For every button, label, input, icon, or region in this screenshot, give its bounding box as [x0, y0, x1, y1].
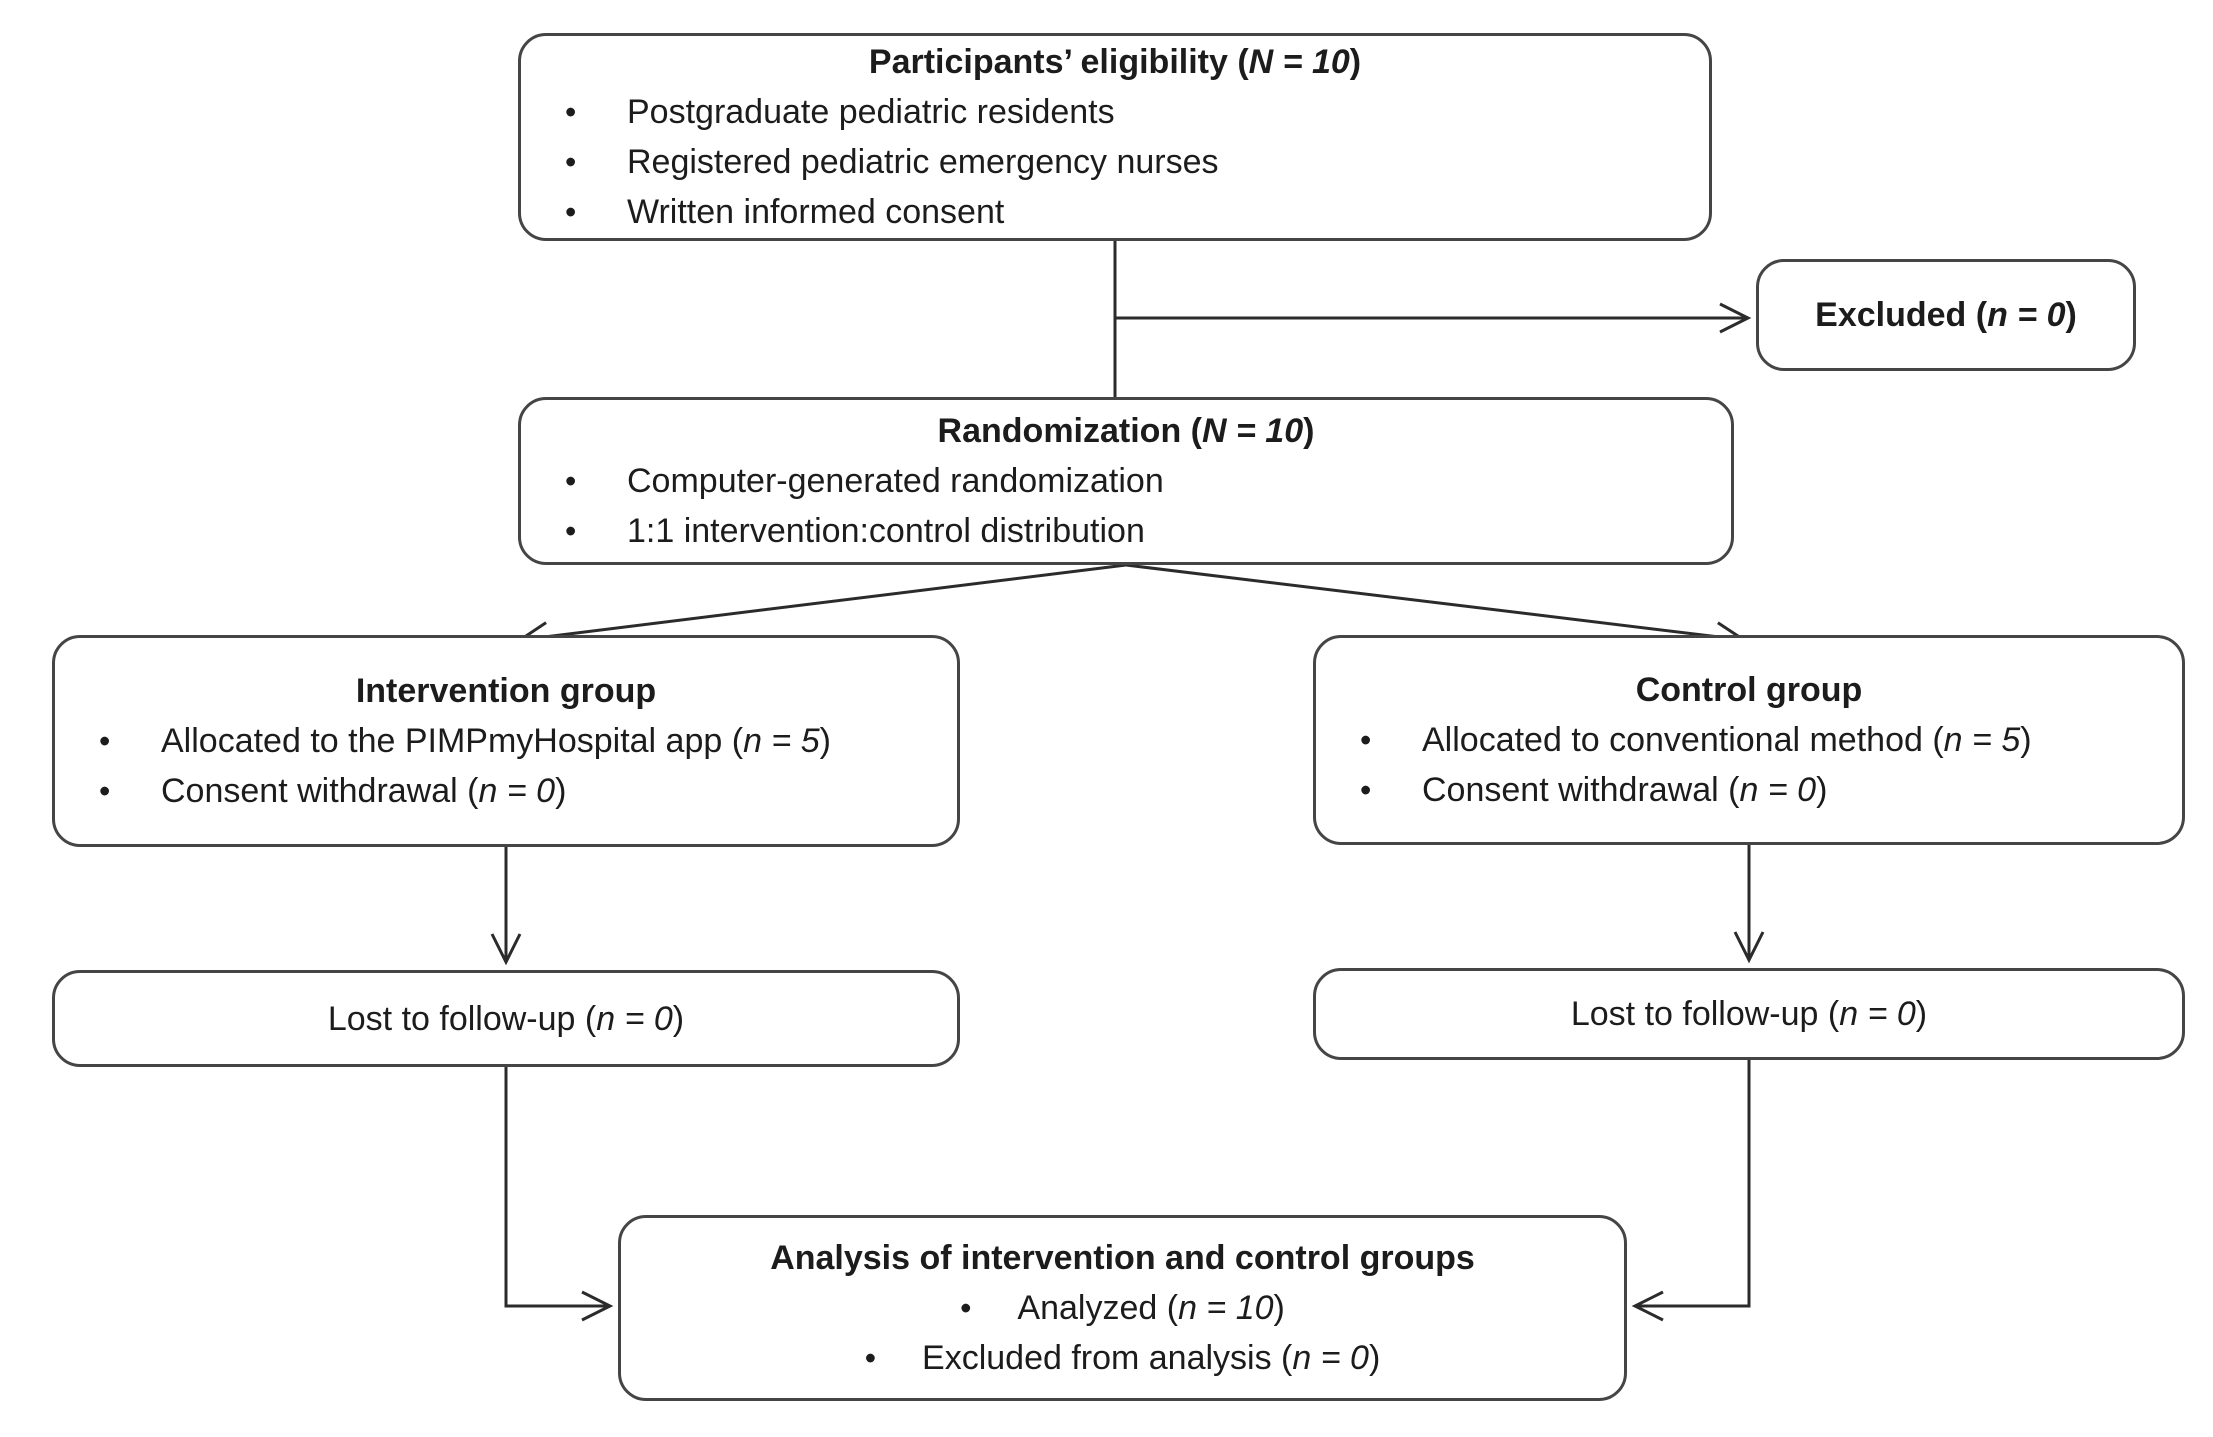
bullet-marker: • [565, 513, 577, 549]
list-item: • Postgraduate pediatric residents [531, 87, 1699, 137]
bullet-marker: • [960, 1290, 972, 1326]
list-item-text: Postgraduate pediatric residents [627, 93, 1115, 131]
bullet-marker: • [99, 723, 111, 759]
list-item-text: 1:1 intervention:control distribution [627, 512, 1145, 550]
list-item: • Consent withdrawal (n = 0) [1326, 765, 2172, 815]
list-item: • Excluded from analysis (n = 0) [631, 1333, 1614, 1383]
intervention-title: Intervention group [355, 672, 657, 710]
list-item-text: Computer-generated randomization [627, 462, 1164, 500]
lost-to-follow-up-left-box: Lost to follow-up (n = 0) [52, 970, 960, 1067]
list-item-text: Written informed consent [627, 193, 1005, 231]
list-item: • 1:1 intervention:control distribution [531, 506, 1721, 556]
arrow-split-to-control [1125, 563, 1748, 652]
excluded-title: Excluded (n = 0) [1815, 296, 2077, 334]
list-item-text: Consent withdrawal (n = 0) [1422, 771, 1828, 809]
analysis-title: Analysis of intervention and control gro… [770, 1239, 1475, 1277]
list-item-text: Consent withdrawal (n = 0) [161, 772, 567, 810]
randomization-list: • Computer-generated randomization • 1:1… [531, 456, 1721, 556]
lost-right-title: Lost to follow-up (n = 0) [1570, 995, 1928, 1033]
eligibility-title: Participants’ eligibility (N = 10) [868, 43, 1362, 81]
list-item: • Allocated to conventional method (n = … [1326, 715, 2172, 765]
excluded-box: Excluded (n = 0) [1756, 259, 2136, 371]
bullet-marker: • [1360, 722, 1372, 758]
control-title: Control group [1635, 671, 1863, 709]
intervention-group-box: Intervention group • Allocated to the PI… [52, 635, 960, 847]
arrow-lost-right-to-analysis [1631, 1060, 1751, 1322]
bullet-marker: • [565, 94, 577, 130]
arrow-lost-left-to-analysis [504, 1067, 614, 1322]
list-item-text: Analyzed (n = 10) [1017, 1289, 1285, 1327]
lost-to-follow-up-right-box: Lost to follow-up (n = 0) [1313, 968, 2185, 1060]
bullet-marker: • [565, 463, 577, 499]
analysis-list: • Analyzed (n = 10) • Excluded from anal… [631, 1283, 1614, 1383]
list-item: • Written informed consent [531, 187, 1699, 237]
randomization-box: Randomization (N = 10) • Computer-genera… [518, 397, 1734, 565]
control-group-box: Control group • Allocated to conventiona… [1313, 635, 2185, 845]
analysis-box: Analysis of intervention and control gro… [618, 1215, 1627, 1401]
arrow-split-to-intervention [516, 563, 1127, 652]
list-item: • Computer-generated randomization [531, 456, 1721, 506]
bullet-marker: • [1360, 772, 1372, 808]
list-item-text: Registered pediatric emergency nurses [627, 143, 1219, 181]
list-item-text: Excluded from analysis (n = 0) [922, 1339, 1381, 1377]
bullet-marker: • [565, 194, 577, 230]
randomization-title: Randomization (N = 10) [937, 412, 1315, 450]
eligibility-box: Participants’ eligibility (N = 10) • Pos… [518, 33, 1712, 241]
bullet-marker: • [565, 144, 577, 180]
intervention-list: • Allocated to the PIMPmyHospital app (n… [65, 716, 947, 816]
list-item: • Analyzed (n = 10) [631, 1283, 1614, 1333]
list-item: • Consent withdrawal (n = 0) [65, 766, 947, 816]
control-list: • Allocated to conventional method (n = … [1326, 715, 2172, 815]
list-item: • Registered pediatric emergency nurses [531, 137, 1699, 187]
list-item: • Allocated to the PIMPmyHospital app (n… [65, 716, 947, 766]
list-item-text: Allocated to the PIMPmyHospital app (n =… [161, 722, 831, 760]
bullet-marker: • [864, 1340, 877, 1376]
eligibility-list: • Postgraduate pediatric residents • Reg… [531, 87, 1699, 237]
lost-left-title: Lost to follow-up (n = 0) [327, 999, 685, 1038]
list-item-text: Allocated to conventional method (n = 5) [1422, 721, 2032, 759]
bullet-marker: • [99, 773, 111, 809]
